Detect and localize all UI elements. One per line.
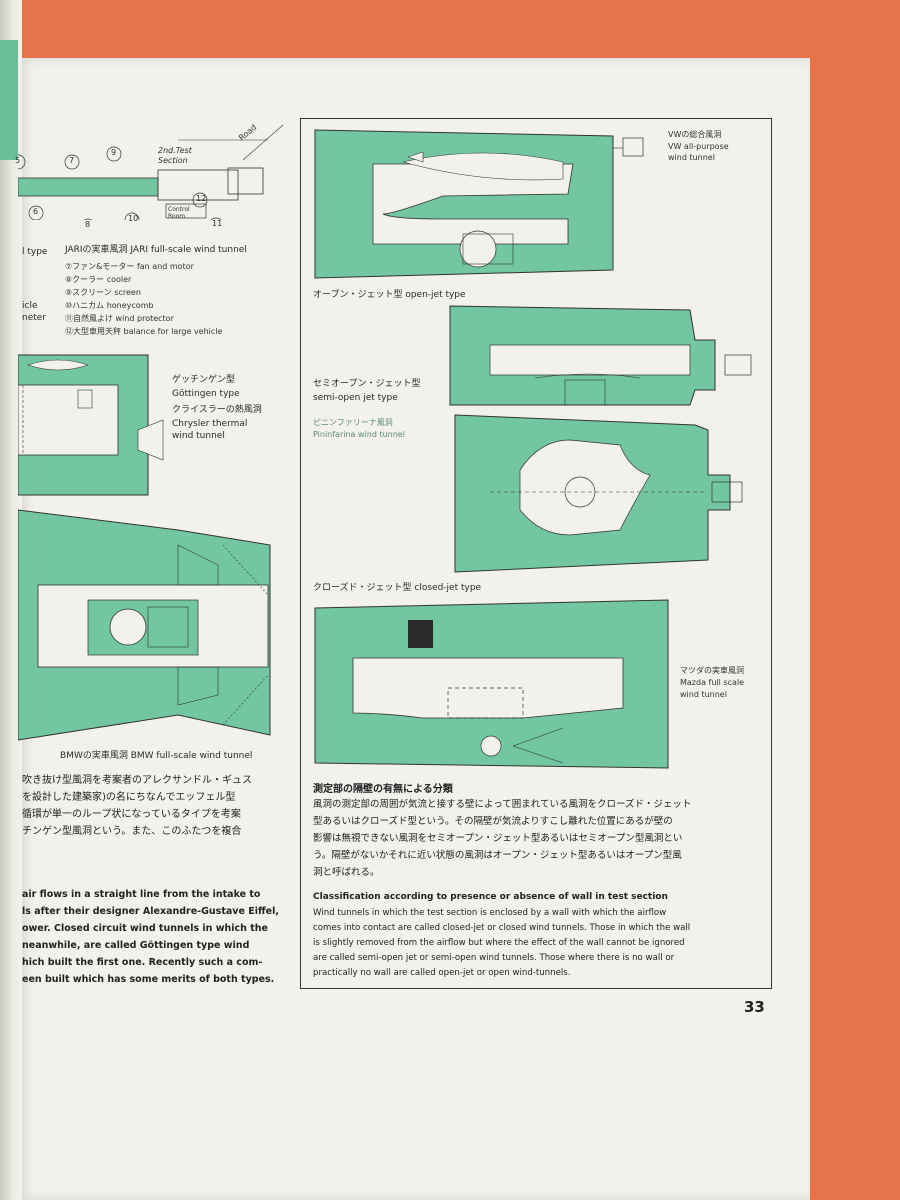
bmw-title: BMWの実車風洞 BMW full-scale wind tunnel	[60, 751, 253, 761]
text-line: ower. Closed circuit wind tunnels in whi…	[22, 923, 268, 934]
jari-tunnel-diagram	[18, 124, 284, 220]
vw-en-1: VW all-purpose	[668, 142, 729, 151]
text-line: hich built the first one. Recently such …	[22, 957, 263, 968]
chrysler-en-2: wind tunnel	[172, 431, 225, 441]
section-title-jp: 測定部の隔壁の有無による分類	[313, 784, 453, 795]
text-line: う。隔壁がないかそれに近い状態の風洞はオープン・ジェット型あるいはオープン型風	[313, 850, 682, 861]
vw-en-2: wind tunnel	[668, 153, 715, 162]
text-line: neanwhile, are called Göttingen type win…	[22, 940, 250, 951]
semi-open-en: semi-open jet type	[313, 393, 398, 403]
column-divider	[300, 118, 301, 988]
mazda-jp: マツダの実車風洞	[680, 666, 744, 675]
text-line: practically no wall are called open-jet …	[313, 968, 571, 978]
text-line: を設計した建築家)の名にちなんでエッフェル型	[22, 792, 236, 803]
jari-callout-5: 5	[15, 156, 21, 165]
legend-item: ⑦ファン&モーター fan and motor	[65, 262, 194, 271]
meter-stub: neter	[22, 313, 47, 323]
left-en-paragraph: air flows in a straight line from the in…	[22, 886, 298, 988]
jari-callout-10: 10	[128, 214, 139, 223]
page-spine	[0, 0, 22, 1200]
control-room-label: Control Room	[168, 206, 190, 220]
text-line: is slightly removed from the airflow but…	[313, 938, 685, 948]
text-line: チンゲン型風洞という。また、このふたつを複合	[22, 826, 242, 837]
chrysler-en-1: Chrysler thermal	[172, 419, 248, 429]
jari-legend: ⑦ファン&モーター fan and motor ⑧クーラー cooler ⑨スク…	[65, 260, 285, 338]
text-line: 風洞の測定部の周囲が気流と接する壁によって囲まれている風洞をクローズド・ジェット	[313, 799, 692, 810]
mazda-en-2: wind tunnel	[680, 690, 727, 699]
chrysler-jp: クライスラーの熱風洞	[172, 405, 262, 415]
text-line: 影響は無視できない風洞をセミオープン・ジェット型あるいはセミオープン型風洞とい	[313, 833, 683, 844]
text-line: comes into contact are called closed-jet…	[313, 923, 691, 933]
open-jet-label: オープン・ジェット型 open-jet type	[313, 290, 466, 300]
section-en-paragraph: Wind tunnels in which the test section i…	[313, 906, 768, 981]
jari-callout-6: 6	[33, 207, 39, 216]
section-title-en: Classification according to presence or …	[313, 892, 668, 902]
gottingen-jp: ゲッチンゲン型	[172, 375, 236, 385]
text-line: air flows in a straight line from the in…	[22, 889, 261, 900]
vw-jp: VWの総合風洞	[668, 130, 722, 139]
gottingen-en: Göttingen type	[172, 389, 240, 399]
legend-item: ⑧クーラー cooler	[65, 275, 132, 284]
text-line: 循環が単一のループ状になっているタイプを考案	[22, 809, 241, 820]
second-test-section-label: 2nd.Test Section	[158, 146, 192, 165]
legend-item: ⑨スクリーン screen	[65, 288, 141, 297]
gottingen-tunnel-diagram	[18, 354, 164, 496]
vw-open-jet-diagram	[314, 129, 644, 279]
legend-item: ⑪自然風よけ wind protector	[65, 314, 174, 323]
jari-title: JARIの実車風洞 JARI full-scale wind tunnel	[65, 245, 247, 255]
text-line: 型あるいはクローズド型という。その隔壁が気流よりすこし離れた位置にあるが壁の	[313, 816, 673, 827]
jari-callout-12: 12	[196, 194, 207, 203]
pininfarina-en: Pininfarina wind tunnel	[313, 430, 405, 439]
text-line: 吹き抜け型風洞を考案者のアレクサンドル・ギュス	[22, 775, 252, 786]
text-line: ls after their designer Alexandre-Gustav…	[22, 906, 279, 917]
jari-callout-9: 9	[111, 148, 117, 157]
closed-jet-label: クローズド・ジェット型 closed-jet type	[313, 583, 482, 593]
semi-open-jp: セミオープン・ジェット型	[313, 379, 421, 389]
mazda-tunnel-diagram	[314, 599, 669, 769]
text-line: Wind tunnels in which the test section i…	[313, 908, 667, 918]
right-column-top-rule	[300, 118, 772, 119]
left-jp-paragraph: 吹き抜け型風洞を考案者のアレクサンドル・ギュス を設計した建築家)の名にちなんで…	[22, 772, 298, 840]
legend-item: ⑩ハニカム honeycomb	[65, 301, 154, 310]
section-jp-paragraph: 風洞の測定部の周囲が気流と接する壁によって囲まれている風洞をクローズド・ジェット…	[313, 796, 763, 881]
previous-page-edge	[0, 40, 18, 160]
jari-callout-11: 11	[212, 219, 223, 228]
bmw-tunnel-diagram	[18, 509, 271, 741]
mazda-en-1: Mazda full scale	[680, 678, 745, 687]
right-column-bottom-rule	[300, 988, 772, 989]
jari-callout-7: 7	[69, 156, 75, 165]
vehicle-stub: icle	[22, 301, 38, 311]
legend-item: ⑫大型車用天秤 balance for large vehicle	[65, 327, 223, 336]
page-number: 33	[744, 998, 765, 1016]
text-line: een built which has some merits of both …	[22, 974, 275, 985]
text-line: are called semi-open jet or semi-open wi…	[313, 953, 675, 963]
right-column-border	[771, 118, 772, 988]
semi-open-jet-diagram	[449, 305, 752, 406]
pininfarina-jp: ピニンファリーナ風洞	[313, 418, 393, 427]
jari-callout-8: 8	[85, 220, 91, 229]
jari-type-stub: l type	[22, 247, 48, 257]
pininfarina-closed-jet-diagram	[454, 414, 743, 573]
text-line: 洞と呼ばれる。	[313, 867, 380, 878]
